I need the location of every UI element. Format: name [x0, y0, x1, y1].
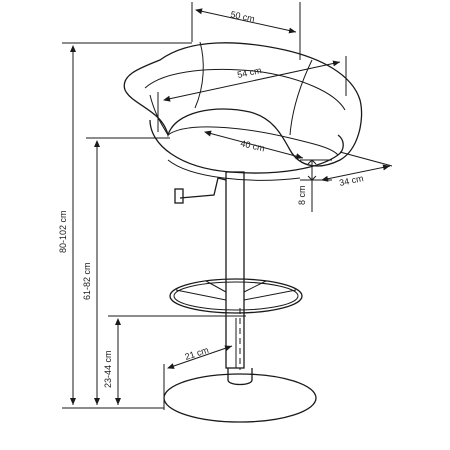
dim-label-34: 34 cm — [338, 173, 364, 188]
seat-cushion — [149, 119, 344, 174]
stool — [123, 41, 363, 423]
seat-seam-mid — [149, 94, 169, 136]
dim-label-21: 21 cm — [184, 345, 210, 362]
dim-label-8: 8 cm — [297, 185, 307, 205]
base-plate — [163, 373, 317, 423]
dim-label-footrest-height: 23-44 cm — [103, 350, 113, 388]
foot-ring-inner — [173, 281, 299, 311]
base-collar — [227, 368, 253, 386]
lever-handle — [174, 188, 184, 204]
dim-label-50: 50 cm — [230, 9, 256, 24]
dim-line-40 — [204, 130, 304, 160]
dim-line-54 — [163, 60, 341, 102]
seat-seam-left — [194, 41, 204, 109]
height-lever — [179, 177, 227, 199]
dimensions: 50 cm 54 cm 40 cm 34 cm 8 cm 80-102 cm 6… — [58, 2, 393, 410]
dim-label-seat-height: 61-82 cm — [82, 262, 92, 300]
seat-seam-right — [289, 59, 313, 136]
dim-line-34 — [321, 164, 391, 182]
dim-line-50 — [195, 8, 297, 34]
dim-label-40: 40 cm — [240, 138, 266, 153]
dim-label-total-height: 80-102 cm — [58, 210, 68, 253]
ring-spoke-back — [205, 280, 267, 293]
ring-spoke-left — [175, 289, 227, 301]
gas-column — [225, 171, 245, 369]
seat-underside — [167, 159, 301, 181]
ring-spoke-right — [243, 289, 297, 301]
dim-line-21 — [167, 345, 233, 369]
foot-ring-outer — [169, 278, 303, 314]
dim-label-54: 54 cm — [236, 65, 262, 80]
